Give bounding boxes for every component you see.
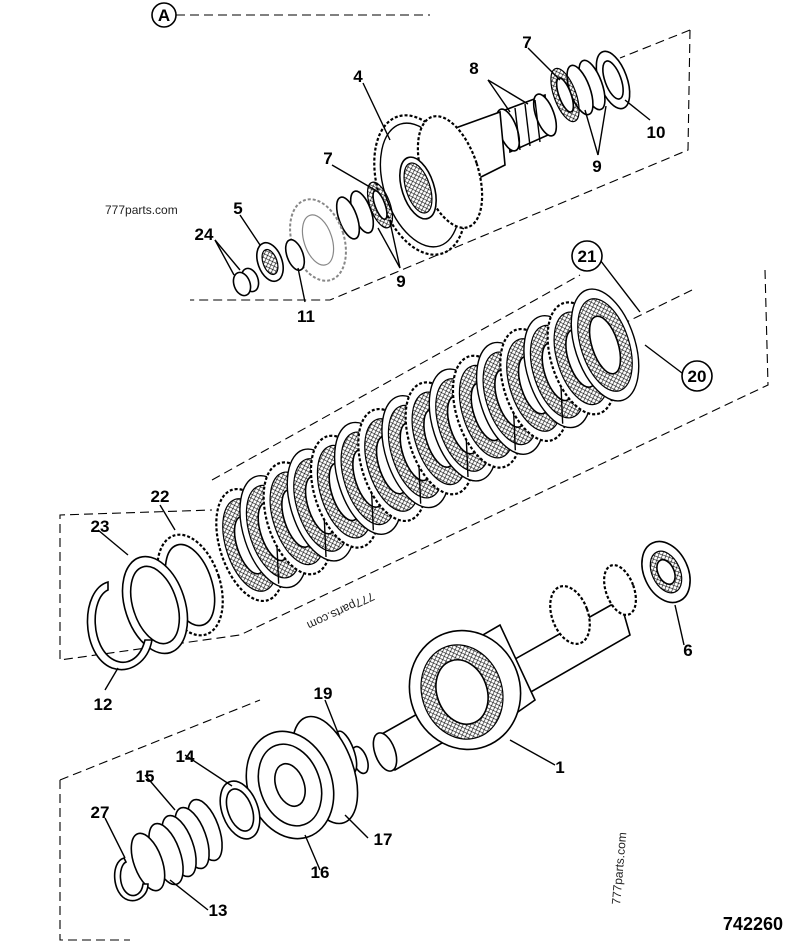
callout-6: 6 <box>683 641 692 660</box>
lower-assembly-boundary <box>59 699 261 941</box>
callout-27: 27 <box>91 803 110 822</box>
callout-23: 23 <box>91 517 110 536</box>
upper-gear-group-boundary <box>190 29 691 301</box>
piston-assembly <box>219 715 359 840</box>
callout-20: 20 <box>688 367 707 386</box>
ring-part-11 <box>284 238 306 272</box>
callout-1: 1 <box>555 758 564 777</box>
watermark-middle: 777parts.com <box>305 589 377 632</box>
callout-7-lower: 7 <box>323 149 332 168</box>
bearing-part-6 <box>641 540 691 604</box>
callout-labels: 4 8 7 9 10 7 9 5 24 11 22 23 12 1 6 19 1… <box>91 33 693 920</box>
view-marker-label: A <box>158 6 170 25</box>
callout-13: 13 <box>209 901 228 920</box>
callout-21: 21 <box>578 247 597 266</box>
callout-9-upper: 9 <box>592 157 601 176</box>
callout-17: 17 <box>374 830 393 849</box>
snap-ring-part-27 <box>113 857 149 902</box>
watermark-bottom: 777parts.com <box>609 832 629 906</box>
upper-gear-assembly <box>232 50 631 297</box>
callout-14: 14 <box>176 747 195 766</box>
callout-11: 11 <box>297 307 315 326</box>
circled-callout-20: 20 <box>681 360 713 392</box>
bearing-part-8 <box>495 93 558 154</box>
callout-22: 22 <box>151 487 170 506</box>
callout-24: 24 <box>195 225 214 244</box>
drawing-number: 742260 <box>723 914 783 934</box>
clutch-drum-part-1 <box>351 564 637 775</box>
watermark-top: 777parts.com <box>105 203 178 217</box>
leader-lines <box>97 47 687 911</box>
spring-part-15 <box>148 798 223 886</box>
callout-8: 8 <box>469 59 478 78</box>
callout-5: 5 <box>233 199 242 218</box>
callout-15: 15 <box>136 767 155 786</box>
callout-10: 10 <box>647 123 666 142</box>
lower-clutch-plates <box>86 533 224 671</box>
callout-19: 19 <box>314 684 333 703</box>
circled-callout-21: 21 <box>571 240 603 272</box>
callout-7-upper: 7 <box>522 33 531 52</box>
callout-9-lower: 9 <box>396 272 405 291</box>
callout-4: 4 <box>353 67 363 86</box>
clutch-disc-stack <box>215 288 640 603</box>
callout-16: 16 <box>311 863 330 882</box>
callout-12: 12 <box>94 695 113 714</box>
snap-ring-part-12 <box>86 580 153 671</box>
view-marker: A <box>151 2 430 28</box>
washer-part-13 <box>130 832 166 892</box>
steel-disc <box>570 288 640 402</box>
